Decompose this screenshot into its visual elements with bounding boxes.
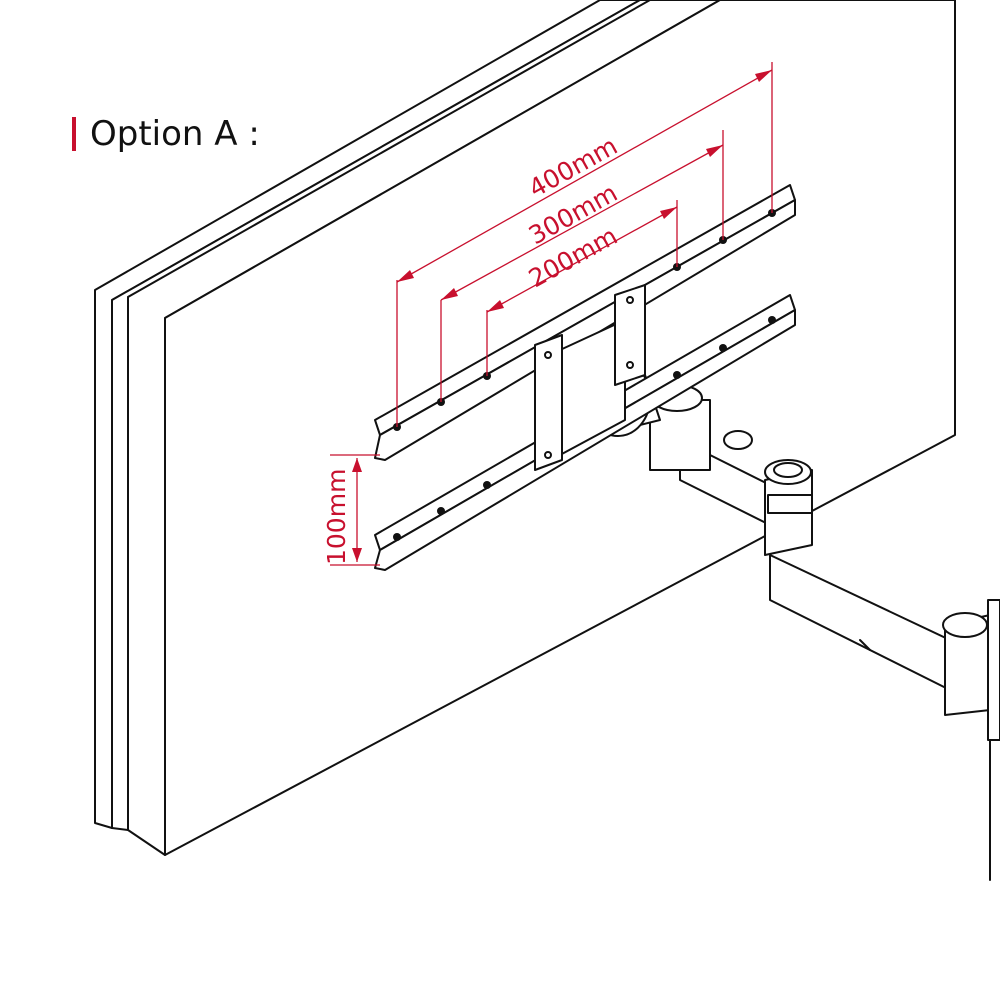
mounting-plate [534,284,646,471]
option-title: Option A : [72,114,260,154]
dimension-100mm-label: 100mm [322,469,351,565]
monitor-arm [584,359,1000,881]
option-title-text: Option A : [90,114,260,154]
title-accent-bar [72,117,76,151]
dimension-lines [330,62,773,566]
vesa-rail-upper [374,184,796,461]
